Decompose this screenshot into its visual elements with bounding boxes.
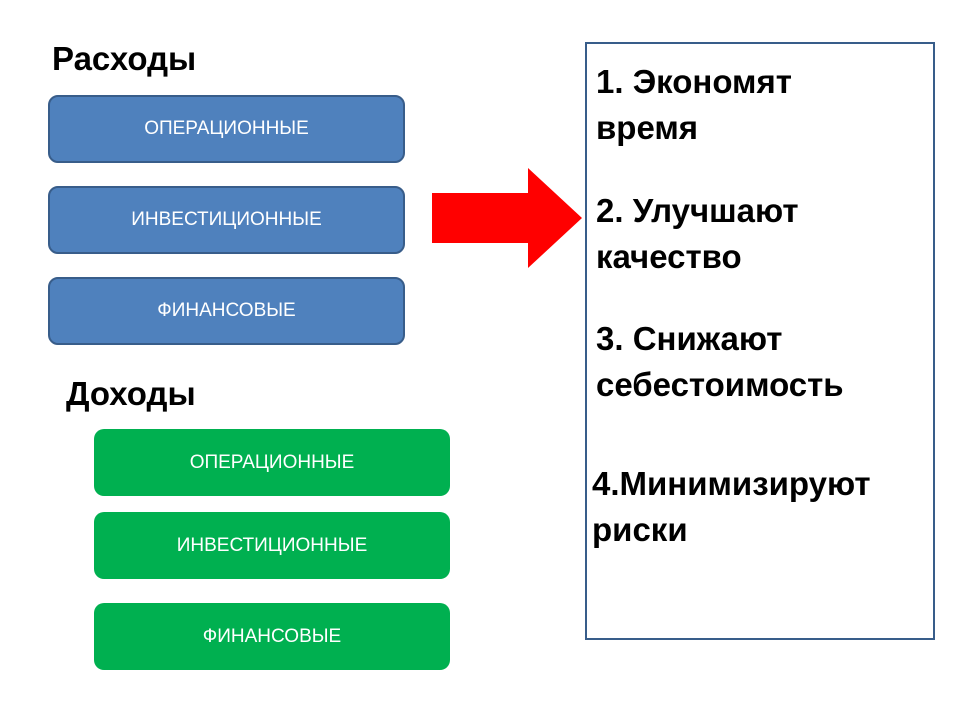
expenses-title: Расходы [52, 40, 197, 77]
benefit-2: 2. Улучшают качество [596, 192, 799, 275]
benefit-1: 1. Экономят время [596, 63, 792, 146]
benefit-3: 3. Снижают себестоимость [596, 320, 844, 403]
income-title: Доходы [66, 375, 196, 412]
benefits-panel [585, 42, 935, 640]
benefit-4: 4.Минимизируют риски [592, 465, 871, 548]
expense-investing-box: ИНВЕСТИЦИОННЫЕ [48, 186, 405, 254]
income-operating-box: ОПЕРАЦИОННЫЕ [94, 429, 450, 496]
expense-financing-box: ФИНАНСОВЫЕ [48, 277, 405, 345]
income-investing-box: ИНВЕСТИЦИОННЫЕ [94, 512, 450, 579]
right-arrow-icon [432, 168, 582, 268]
income-financing-box: ФИНАНСОВЫЕ [94, 603, 450, 670]
expense-operating-box: ОПЕРАЦИОННЫЕ [48, 95, 405, 163]
